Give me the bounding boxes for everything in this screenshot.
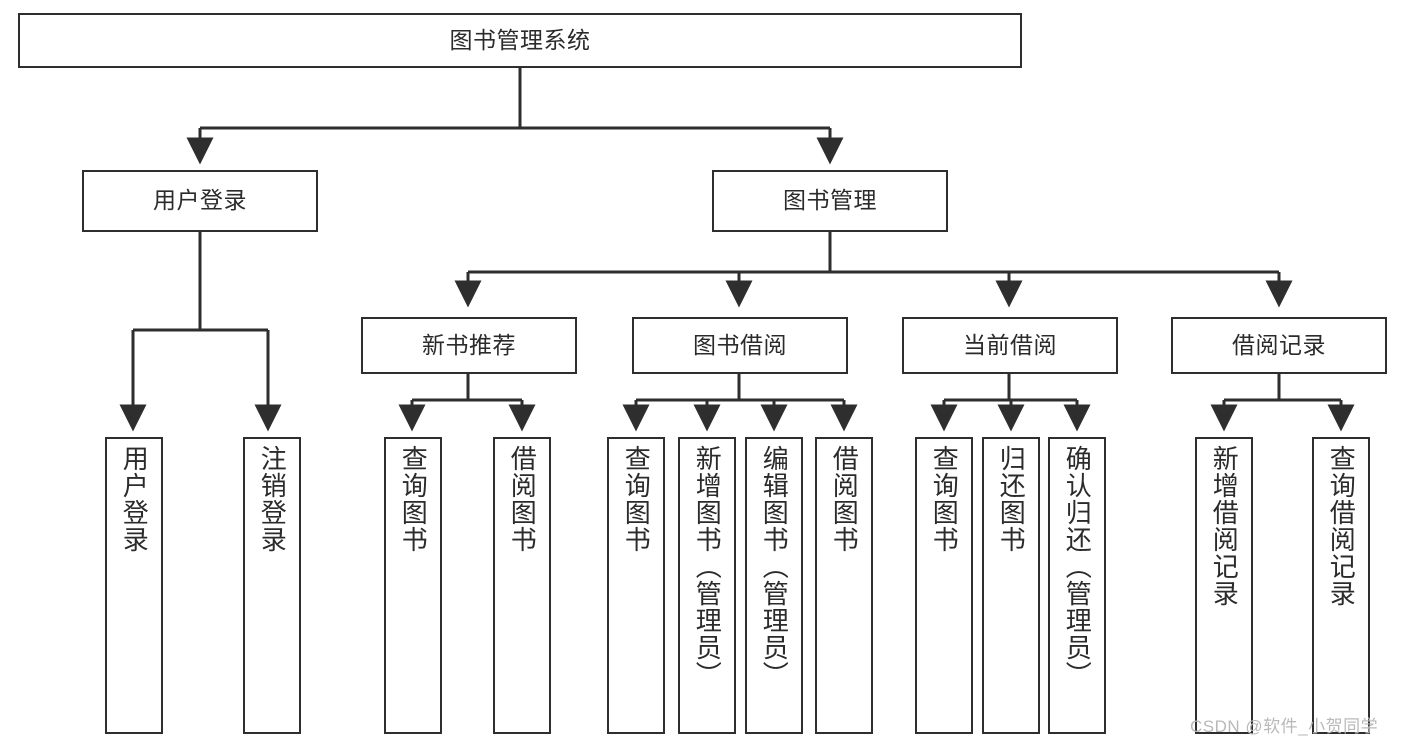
node-label: 图书管理	[783, 187, 877, 214]
node-label: 借阅图书	[507, 445, 538, 553]
node-user-login[interactable]: 用户登录	[82, 170, 318, 232]
node-leaf-return-book[interactable]: 归还图书	[982, 437, 1040, 734]
node-label: 归还图书	[996, 445, 1027, 553]
node-label: 注销登录	[257, 445, 288, 553]
node-current-borrow[interactable]: 当前借阅	[902, 317, 1118, 374]
node-leaf-query-book-borrow[interactable]: 查询图书	[607, 437, 665, 734]
node-leaf-borrow-book[interactable]: 借阅图书	[815, 437, 873, 734]
node-leaf-add-borrow-record[interactable]: 新增借阅记录	[1195, 437, 1253, 734]
node-root-book-management-system[interactable]: 图书管理系统	[18, 13, 1022, 68]
node-leaf-confirm-return[interactable]: 确认归还（管理员）	[1048, 437, 1106, 734]
node-leaf-edit-book[interactable]: 编辑图书（管理员）	[745, 437, 803, 734]
node-leaf-query-book-recommend[interactable]: 查询图书	[384, 437, 442, 734]
node-leaf-query-book-current[interactable]: 查询图书	[915, 437, 973, 734]
node-label: 借阅图书	[829, 445, 860, 553]
node-label: 新书推荐	[422, 331, 516, 358]
node-label: 当前借阅	[963, 331, 1057, 358]
node-book-management[interactable]: 图书管理	[712, 170, 948, 232]
node-label: 编辑图书（管理员）	[759, 445, 790, 688]
node-label: 图书管理系统	[449, 26, 591, 53]
node-label: 查询图书	[621, 445, 652, 553]
node-book-borrow[interactable]: 图书借阅	[632, 317, 848, 374]
node-label: 用户登录	[119, 445, 150, 553]
node-new-book-recommend[interactable]: 新书推荐	[361, 317, 577, 374]
node-leaf-add-book[interactable]: 新增图书（管理员）	[678, 437, 736, 734]
node-label: 查询图书	[398, 445, 429, 553]
node-borrow-record[interactable]: 借阅记录	[1171, 317, 1387, 374]
node-label: 查询借阅记录	[1326, 445, 1357, 607]
node-leaf-user-login[interactable]: 用户登录	[105, 437, 163, 734]
node-label: 借阅记录	[1232, 331, 1326, 358]
csdn-watermark: CSDN @软件_小贺同学	[1190, 717, 1379, 736]
node-label: 查询图书	[929, 445, 960, 553]
node-label: 新增借阅记录	[1209, 445, 1240, 607]
node-leaf-query-borrow-record[interactable]: 查询借阅记录	[1312, 437, 1370, 734]
node-leaf-logout-login[interactable]: 注销登录	[243, 437, 301, 734]
node-label: 用户登录	[153, 187, 247, 214]
node-leaf-borrow-book-recommend[interactable]: 借阅图书	[493, 437, 551, 734]
node-label: 新增图书（管理员）	[692, 445, 723, 688]
node-label: 确认归还（管理员）	[1062, 445, 1093, 688]
node-label: 图书借阅	[693, 331, 787, 358]
